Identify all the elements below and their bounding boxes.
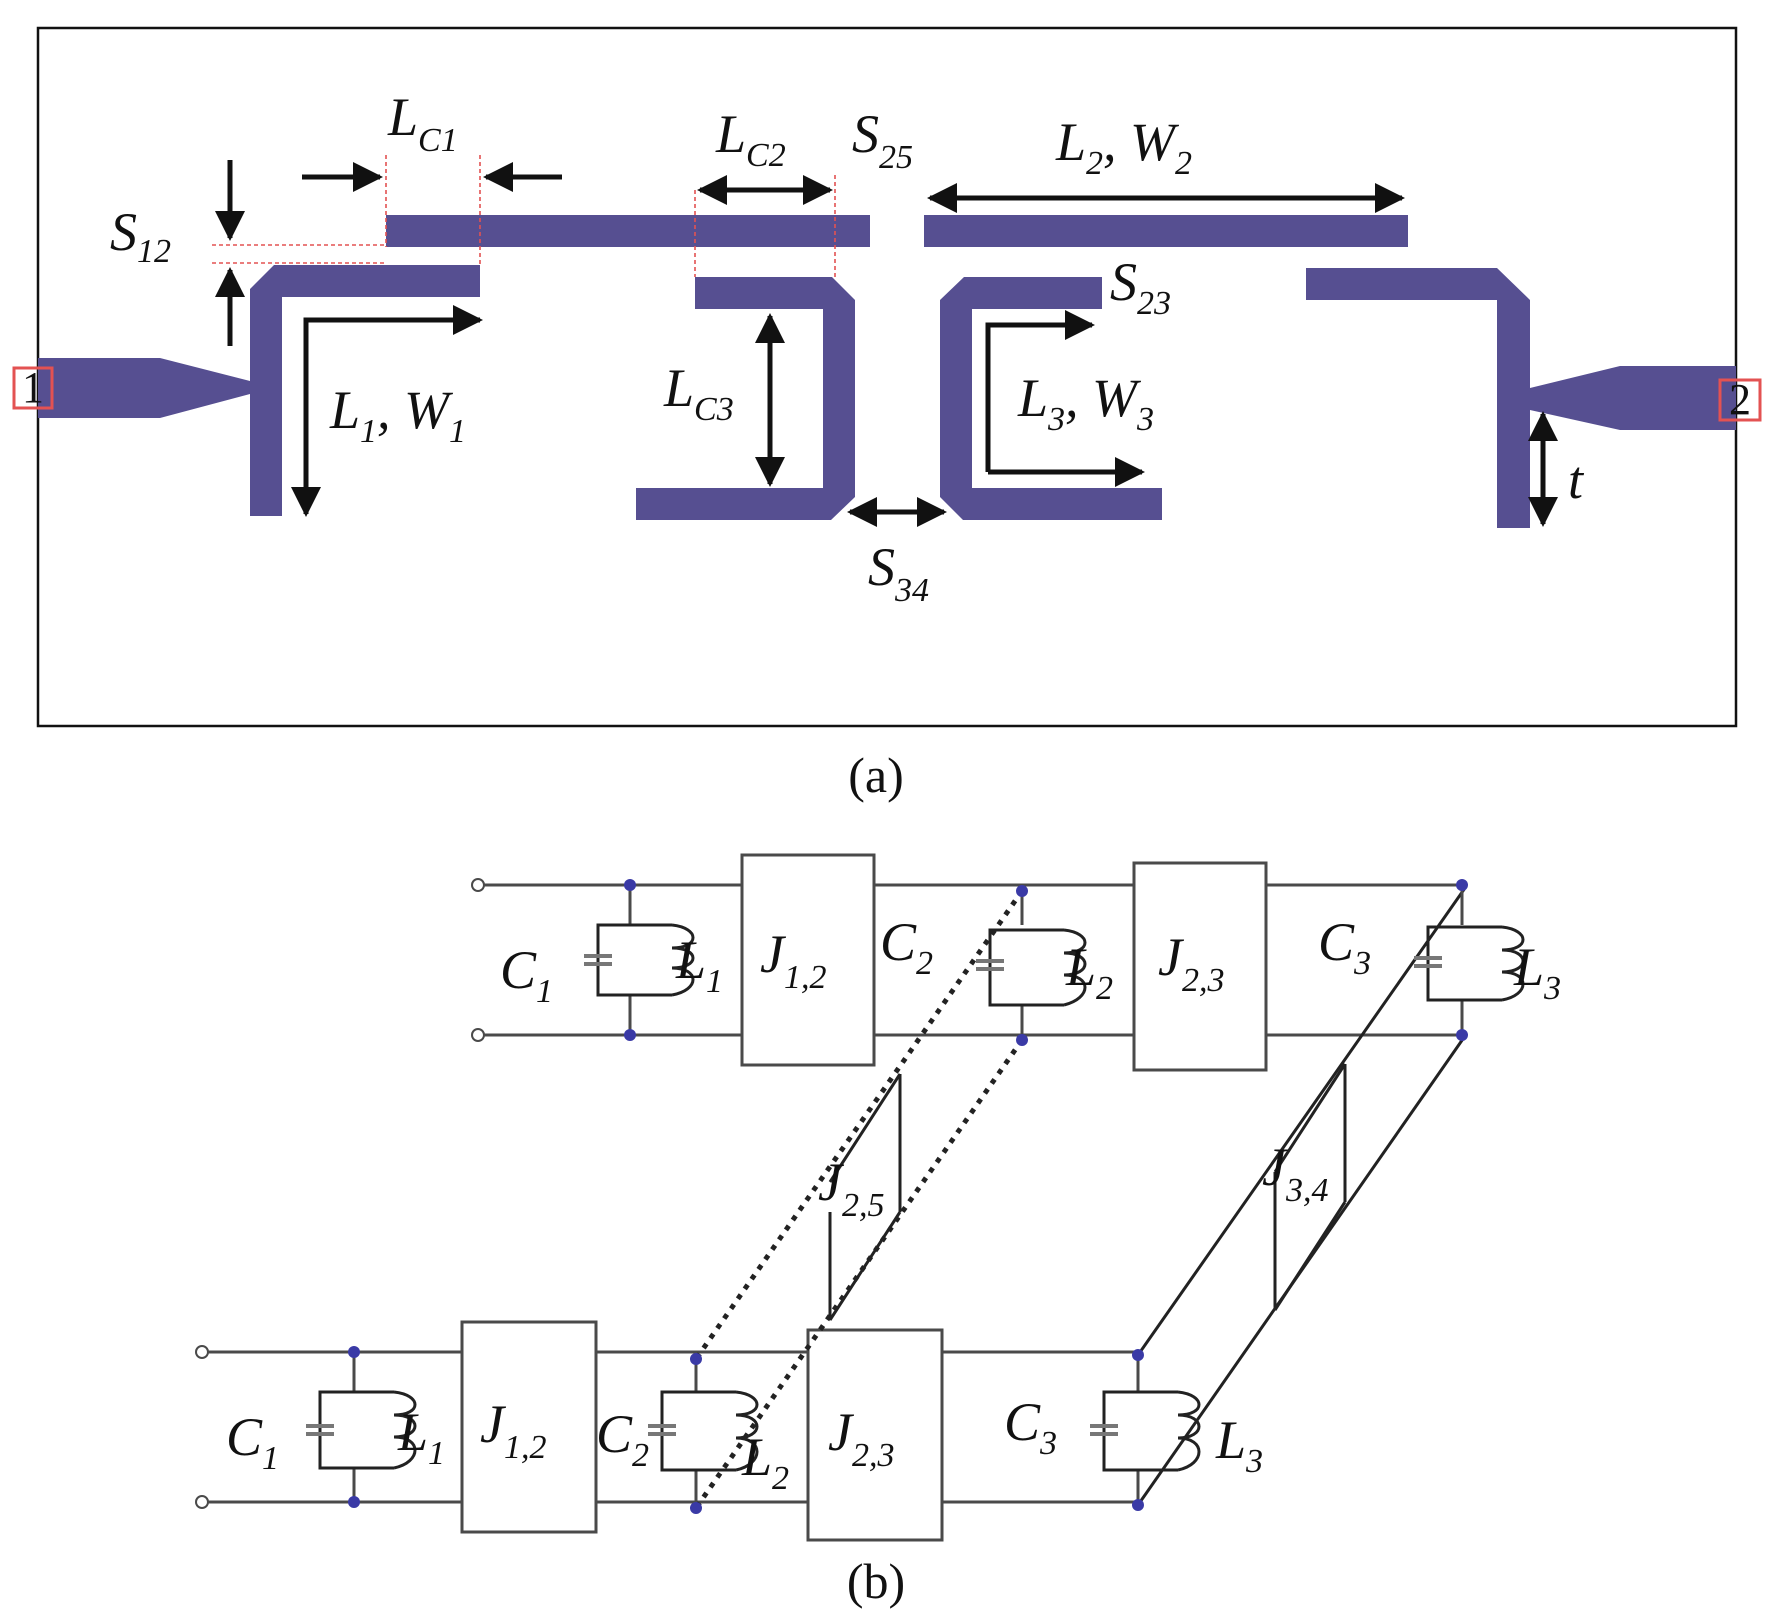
label-l1w1: L1, W1 <box>329 380 466 450</box>
bottom-j12-box <box>460 1320 598 1534</box>
caption-b: (b) <box>847 1553 905 1609</box>
top-j23-box <box>1132 861 1268 1072</box>
node <box>690 1353 702 1365</box>
label-bottom-l3: L3 <box>1215 1410 1263 1480</box>
top-resonator-1 <box>584 885 695 1035</box>
node <box>348 1496 360 1508</box>
link-l3-upper <box>1136 887 1467 1356</box>
resonator-1 <box>250 265 480 516</box>
label-top-j23: J2,3 <box>1158 927 1224 999</box>
label-s34: S34 <box>868 537 929 609</box>
label-s25: S25 <box>852 104 913 176</box>
label-bottom-l1: L1 <box>397 1402 445 1472</box>
node <box>348 1346 360 1358</box>
label-bottom-c2: C2 <box>596 1404 649 1474</box>
label-top-l1: L1 <box>675 930 723 1000</box>
bottom-input-terminal-lower <box>195 1495 209 1509</box>
top-line-right <box>924 215 1408 247</box>
label-l3w3: L3, W3 <box>1017 368 1154 438</box>
label-top-c3: C3 <box>1318 912 1371 982</box>
inductor-coil <box>1501 925 1525 1002</box>
label-top-c1: C1 <box>500 940 553 1010</box>
node <box>1132 1499 1144 1511</box>
bottom-resonator-3 <box>1090 1352 1201 1502</box>
bottom-resonator-1 <box>306 1352 417 1502</box>
label-lc1: LC1 <box>387 87 458 159</box>
label-lc3: LC3 <box>663 358 734 428</box>
node <box>1456 879 1468 891</box>
node <box>624 879 636 891</box>
top-input-terminal-lower <box>471 1028 485 1042</box>
bottom-resonator-2 <box>648 1352 759 1502</box>
top-line-left <box>386 215 870 247</box>
inductor-coil <box>671 923 695 997</box>
label-j25: J2,5 <box>818 1152 884 1224</box>
j34-diagonal-top <box>1273 1063 1347 1173</box>
top-resonator-3 <box>1414 885 1525 1035</box>
port2-feed-line <box>1530 366 1736 430</box>
node <box>624 1029 636 1041</box>
node <box>690 1502 702 1514</box>
label-s23: S23 <box>1110 252 1171 322</box>
port1-feed-line <box>38 358 250 418</box>
resonator-2 <box>1306 268 1530 528</box>
label-lc2: LC2 <box>715 104 786 174</box>
link-l3-lower <box>1136 1035 1467 1506</box>
label-l2w2: L2, W2 <box>1055 112 1192 182</box>
label-s12: S12 <box>110 202 171 270</box>
panel-b-circuit: C1 L1 J1,2 C2 L2 J2,3 C3 L3 J2,5 J3,4 C1… <box>195 853 1561 1609</box>
label-j34: J3,4 <box>1262 1137 1328 1209</box>
label-bottom-l2: L2 <box>741 1427 789 1497</box>
bottom-input-terminal-upper <box>195 1345 209 1359</box>
l3-arrow-top <box>985 310 1095 472</box>
top-input-terminal-upper <box>471 878 485 892</box>
node <box>1016 1034 1028 1046</box>
label-top-l3: L3 <box>1513 937 1561 1007</box>
bottom-j23-box <box>806 1328 944 1542</box>
inductor-coil <box>1063 928 1087 1007</box>
port1-label: 1 <box>22 363 44 412</box>
label-bottom-j23: J2,3 <box>828 1402 894 1474</box>
node <box>1456 1029 1468 1041</box>
label-bottom-c3: C3 <box>1004 1392 1057 1462</box>
label-bottom-c1: C1 <box>226 1407 279 1477</box>
port1-box <box>12 366 54 410</box>
node <box>1016 885 1028 897</box>
inductor-coil <box>1177 1390 1201 1472</box>
port2-box <box>1718 378 1762 422</box>
label-t: t <box>1568 450 1585 510</box>
inductor-coil <box>393 1390 417 1470</box>
label-top-c2: C2 <box>880 912 933 982</box>
caption-a: (a) <box>848 747 904 803</box>
j25-diagonal-top <box>828 1073 902 1183</box>
port2-label: 2 <box>1729 375 1751 424</box>
top-resonator-2 <box>976 885 1087 1035</box>
label-bottom-j12: J1,2 <box>480 1394 546 1466</box>
inductor-coil <box>735 1390 759 1472</box>
panel-a-layout: 1 2 S12 <box>12 26 1762 803</box>
label-top-l2: L2 <box>1065 937 1113 1007</box>
resonator-3-left <box>636 277 855 520</box>
top-j12-box <box>740 853 876 1067</box>
substrate-outline <box>36 26 1738 728</box>
resonator-3-right <box>940 277 1162 520</box>
node <box>1132 1349 1144 1361</box>
label-top-j12: J1,2 <box>760 924 826 996</box>
